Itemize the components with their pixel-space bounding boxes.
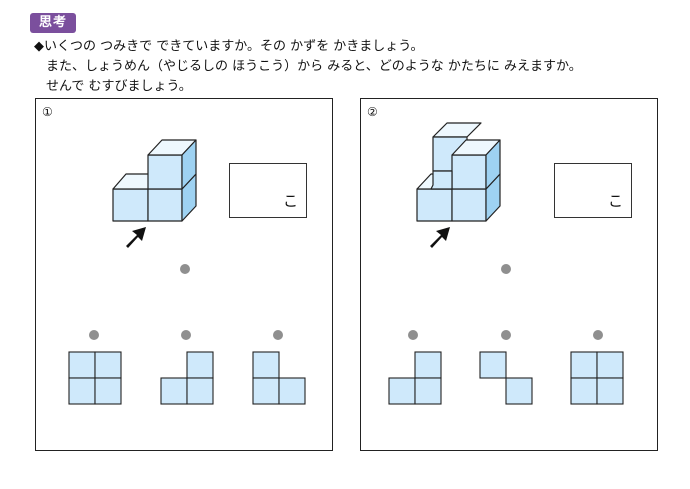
connect-dot-option-2c[interactable] <box>593 330 603 340</box>
connect-dot-source-1[interactable] <box>180 264 190 274</box>
connect-dot-option-2b[interactable] <box>501 330 511 340</box>
connect-dot-option-1c[interactable] <box>273 330 283 340</box>
connect-dot-option-1b[interactable] <box>181 330 191 340</box>
shape-option-2a <box>388 351 442 405</box>
answer-box-2[interactable]: こ <box>554 163 632 218</box>
answer-unit-1: こ <box>282 192 298 210</box>
problem-number-1: ① <box>42 105 53 119</box>
connect-dot-source-2[interactable] <box>501 264 511 274</box>
block-figure-2 <box>416 122 501 248</box>
view-direction-arrow-2 <box>430 227 450 248</box>
connect-dot-option-1a[interactable] <box>89 330 99 340</box>
view-direction-arrow-1 <box>126 227 146 248</box>
problem-panel-2: ② こ <box>360 98 658 451</box>
connect-dot-option-2a[interactable] <box>408 330 418 340</box>
problem-panel-1: ① こ <box>35 98 333 451</box>
shape-option-2b <box>479 351 533 405</box>
problem-number-2: ② <box>367 105 378 119</box>
shape-options-2 <box>388 351 624 405</box>
category-badge: 思考 <box>30 13 76 33</box>
answer-unit-2: こ <box>607 192 623 210</box>
block-figure-1 <box>112 139 197 248</box>
shape-option-1c <box>252 351 306 405</box>
instruction-line-2: また、しょうめん（やじるしの ほうこう）から みると、どのような かたちに みえ… <box>46 59 582 74</box>
instruction-line-1: ◆いくつの つみきで できていますか。その かずを かきましょう。 <box>34 39 424 54</box>
answer-box-1[interactable]: こ <box>229 163 307 218</box>
shape-option-1a <box>68 351 122 405</box>
shape-option-2c <box>570 351 624 405</box>
shape-options-1 <box>68 351 306 405</box>
instruction-line-3: せんで むすびましょう。 <box>46 79 192 94</box>
shape-option-1b <box>160 351 214 405</box>
